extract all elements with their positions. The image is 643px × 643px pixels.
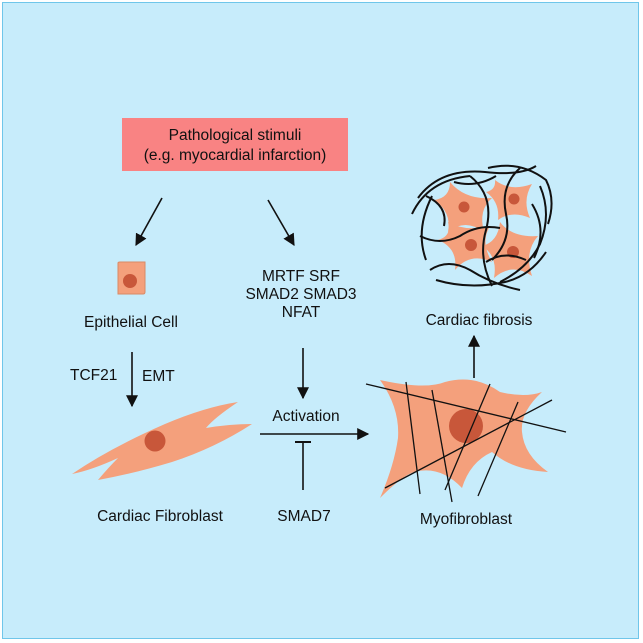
arrow-to-factors <box>267 199 295 247</box>
cardiac-fibrosis-icon <box>411 164 553 291</box>
cardiac-fibroblast-icon <box>72 402 252 480</box>
arrow-to-epithelial <box>135 197 163 247</box>
epithelial-cell-icon <box>117 261 146 295</box>
epithelial-cell-label: Epithelial Cell <box>84 314 178 331</box>
smad7-inhibition-icon <box>295 441 311 490</box>
stimuli-title: Pathological stimuli <box>169 127 302 144</box>
cardiac-fibroblast-label: Cardiac Fibroblast <box>97 508 223 525</box>
stimuli-example: (e.g. myocardial infarction) <box>144 147 327 164</box>
activation-label: Activation <box>272 408 339 425</box>
factors-line-1: MRTF SRF <box>262 268 340 285</box>
smad7-label: SMAD7 <box>277 508 330 525</box>
tcf21-label: TCF21 <box>70 367 117 384</box>
myofibroblast-icon <box>365 379 567 503</box>
myofibroblast-label: Myofibroblast <box>420 511 513 528</box>
cardiac-fibrosis-label: Cardiac fibrosis <box>426 312 533 329</box>
stimuli-box: Pathological stimuli (e.g. myocardial in… <box>122 118 348 171</box>
emt-label: EMT <box>142 368 175 385</box>
factors-line-3: NFAT <box>282 304 321 321</box>
factors-line-2: SMAD2 SMAD3 <box>245 286 356 303</box>
